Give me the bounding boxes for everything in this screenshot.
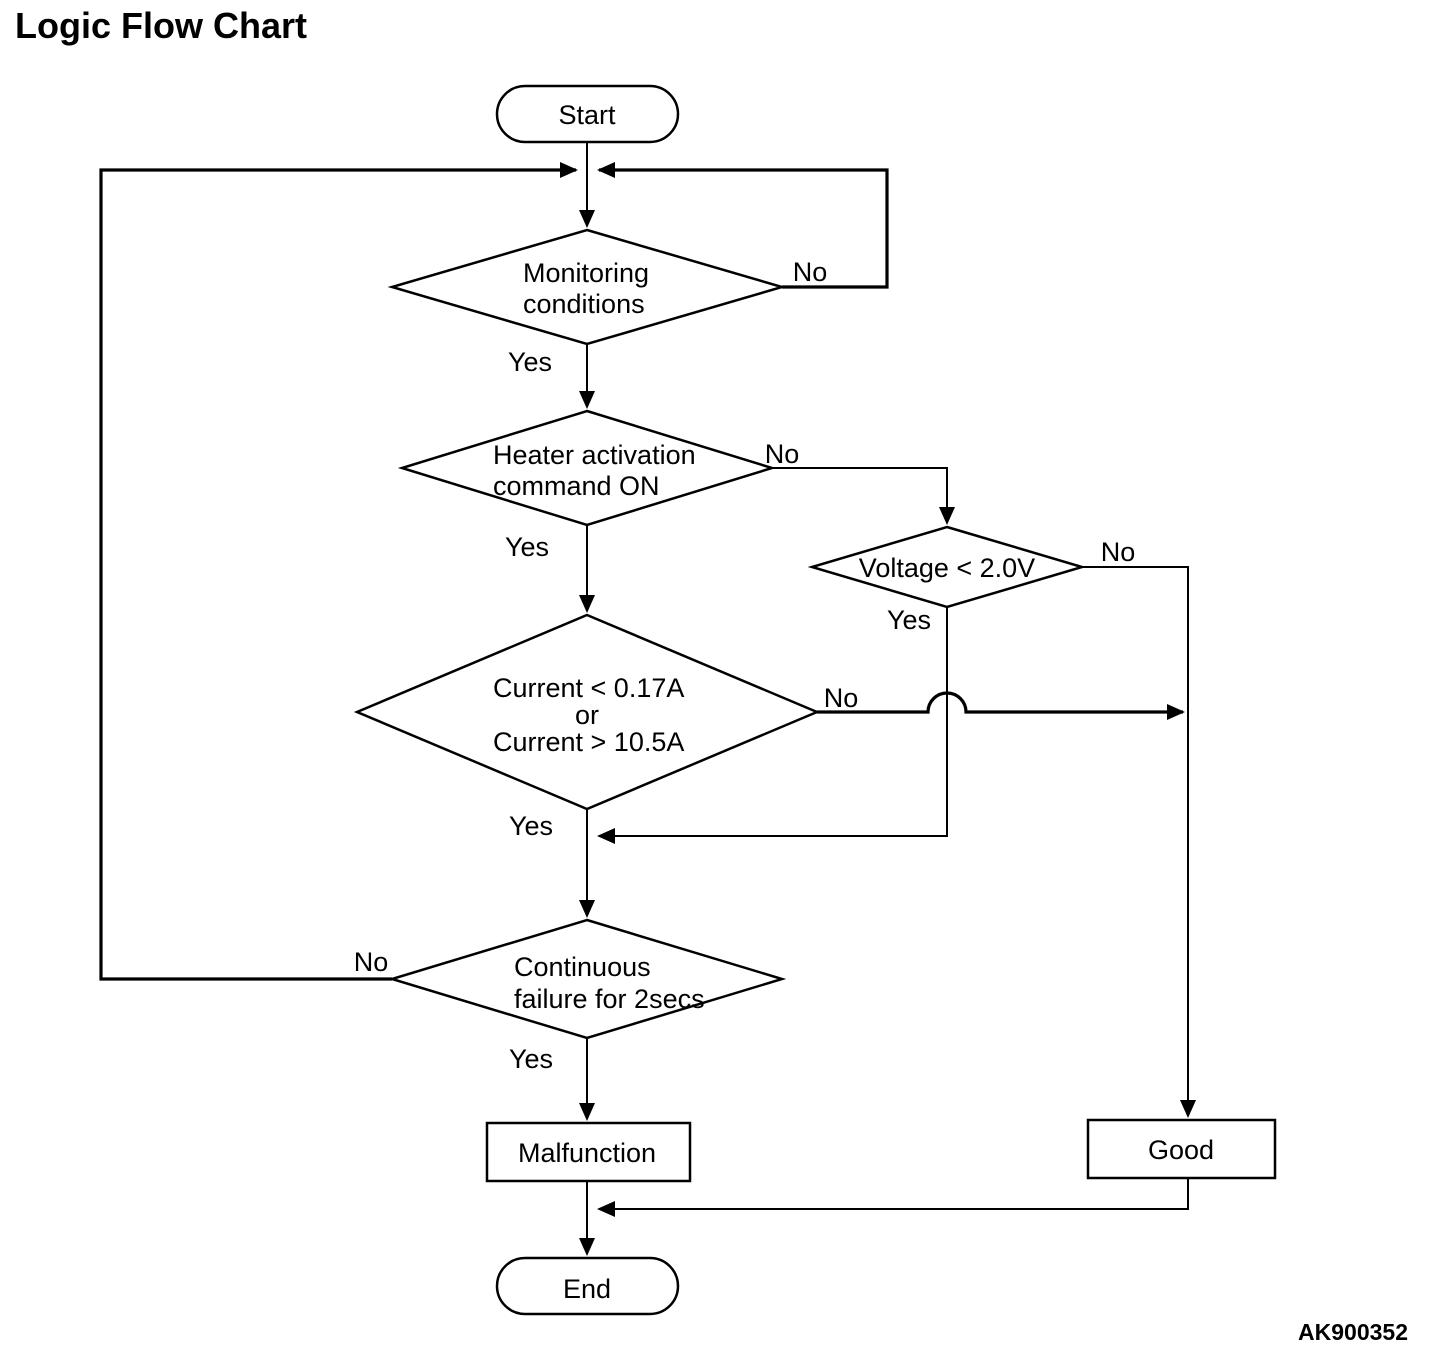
voltage-label: Voltage < 2.0V [859,553,1035,583]
current-yes-label: Yes [509,811,553,841]
good-label: Good [1148,1135,1214,1165]
end-node [495,1256,680,1316]
voltage-no-label: No [1101,537,1136,567]
voltage-decision [807,525,1087,609]
edge-voltage-yes [597,607,948,844]
edge-monitoring-no-loop [597,162,889,289]
monitoring-conditions-decision [387,228,787,346]
heater-label-line1: Heater activation [493,440,696,470]
end-label: End [563,1274,611,1304]
start-node [495,84,680,144]
voltage-yes-label: Yes [887,605,931,635]
malfunction-label: Malfunction [518,1138,656,1168]
good-node [1086,1118,1277,1180]
continuous-no-label: No [354,947,389,977]
heater-label-line2: command ON [493,471,660,501]
current-no-label: No [824,683,859,713]
heater-yes-label: Yes [505,532,549,562]
heater-activation-decision [397,409,777,527]
current-label-line3: Current > 10.5A [493,727,684,757]
continuous-label-line2: failure for 2secs [514,984,705,1014]
figure-code: AK900352 [1298,1319,1408,1345]
start-label: Start [558,100,616,130]
edge-continuous-no-loop [99,162,578,981]
edge-voltage-no [1082,566,1196,1118]
monitoring-label-line1: Monitoring [523,258,649,288]
current-decision [353,613,821,811]
monitoring-yes-label: Yes [508,347,552,377]
continuous-label-line1: Continuous [514,952,651,982]
monitoring-no-label: No [793,257,828,287]
continuous-yes-label: Yes [509,1044,553,1074]
current-label-line2: or [575,700,599,730]
continuous-failure-decision [387,918,787,1040]
edge-good-to-end [597,1178,1189,1217]
monitoring-label-line2: conditions [523,289,645,319]
current-label-line1: Current < 0.17A [493,673,684,703]
page-title: Logic Flow Chart [15,5,307,46]
edge-heater-no [772,467,955,525]
edge-current-no [817,691,1185,720]
malfunction-node [485,1121,692,1183]
heater-no-label: No [765,439,800,469]
